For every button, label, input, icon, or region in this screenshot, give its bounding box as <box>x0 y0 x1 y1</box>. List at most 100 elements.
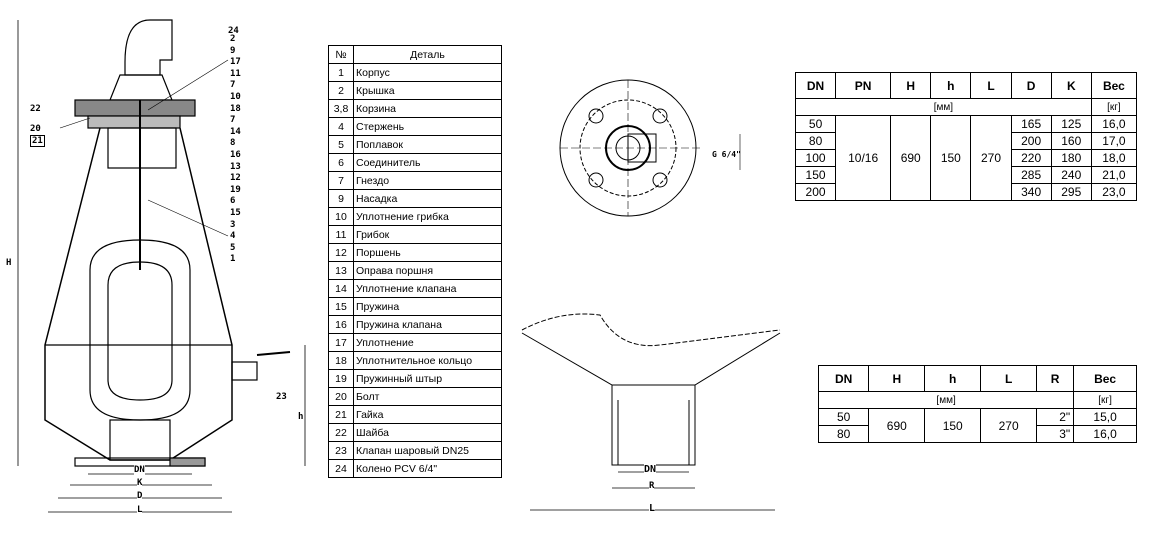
callout: 5 <box>230 242 236 253</box>
cell-H: 690 <box>868 408 926 443</box>
callout: 7 <box>230 115 236 126</box>
cell-D: 220 <box>1010 149 1052 167</box>
cell-K: 125 <box>1050 115 1092 133</box>
callout: 19 <box>230 184 241 195</box>
callout: 18 <box>230 103 241 114</box>
part-number: 4 <box>328 117 354 136</box>
part-name: Корзина <box>353 99 502 118</box>
column-header: R <box>1036 365 1075 392</box>
column-header: K <box>1050 72 1092 99</box>
dim-H: H <box>6 258 12 268</box>
unit-kg: [кг] <box>1073 391 1137 409</box>
cell-K: 160 <box>1050 132 1092 150</box>
part-number: 1 <box>328 63 354 82</box>
part-number: 16 <box>328 315 354 334</box>
part-name: Уплотнительное кольцо <box>353 351 502 370</box>
part-name: Поршень <box>353 243 502 262</box>
part-name: Грибок <box>353 225 502 244</box>
unit-mm: [мм] <box>817 391 1075 409</box>
cell-R: 2" <box>1036 408 1075 426</box>
cell-D: 285 <box>1010 166 1052 184</box>
part-number: 3,8 <box>328 99 354 118</box>
cell-dn: 80 <box>817 425 870 443</box>
cell-h: 150 <box>930 115 972 201</box>
callout: 2 <box>230 34 236 44</box>
callout: 16 <box>230 149 241 160</box>
column-header: Вес <box>1073 365 1137 392</box>
part-number: 14 <box>328 279 354 298</box>
cell-L: 270 <box>970 115 1012 201</box>
part-number: 11 <box>328 225 354 244</box>
unit-kg: [кг] <box>1090 98 1138 116</box>
part-name: Уплотнение грибка <box>353 207 502 226</box>
cell-dn: 100 <box>794 149 837 167</box>
dim-L: L <box>137 505 143 515</box>
cell-weight: 16,0 <box>1090 115 1138 133</box>
callout: 6 <box>230 196 236 207</box>
column-header: h <box>930 72 972 99</box>
callout: 13 <box>230 161 241 172</box>
callout-column: 2 9 17 11 7 10 18 7 14 8 16 13 12 19 6 1… <box>230 26 248 266</box>
part-number: 9 <box>328 189 354 208</box>
part-name: Гайка <box>353 405 502 424</box>
callout: 15 <box>230 207 241 218</box>
part-name: Корпус <box>353 63 502 82</box>
dim-DN: DN <box>644 464 657 475</box>
callout: 21 <box>30 135 45 147</box>
cell-dn: 200 <box>794 183 837 201</box>
column-header: № <box>328 45 354 64</box>
callout: 24 <box>228 26 239 36</box>
callout: 10 <box>230 91 241 102</box>
callout: 20 <box>30 124 41 134</box>
callout: 8 <box>230 138 236 149</box>
cell-K: 295 <box>1050 183 1092 201</box>
part-name: Пружина <box>353 297 502 316</box>
column-header: L <box>980 365 1038 392</box>
cell-weight: 23,0 <box>1090 183 1138 201</box>
callout-labels: 24 <box>228 26 239 36</box>
cell-weight: 21,0 <box>1090 166 1138 184</box>
cell-H: 690 <box>890 115 932 201</box>
part-name: Гнездо <box>353 171 502 190</box>
cell-D: 165 <box>1010 115 1052 133</box>
threaded-spec-table: DN H h L R Вес [мм][кг] 50 690 150 270 2… <box>817 365 1137 443</box>
part-number: 5 <box>328 135 354 154</box>
part-number: 24 <box>328 459 354 478</box>
part-name: Крышка <box>353 81 502 100</box>
dim-R: R <box>649 481 655 491</box>
part-name: Оправа поршня <box>353 261 502 280</box>
cell-K: 180 <box>1050 149 1092 167</box>
part-name: Клапан шаровый DN25 <box>353 441 502 460</box>
cell-L: 270 <box>980 408 1038 443</box>
part-name: Шайба <box>353 423 502 442</box>
part-number: 22 <box>328 423 354 442</box>
thread-label: G 6/4" <box>712 150 741 159</box>
part-name: Поплавок <box>353 135 502 154</box>
dim-DN: DN <box>134 465 145 475</box>
column-header: H <box>890 72 932 99</box>
callout: 11 <box>230 68 241 79</box>
dim-K: K <box>137 478 143 488</box>
column-header: PN <box>835 72 892 99</box>
dim-L: L <box>649 503 656 514</box>
part-number: 6 <box>328 153 354 172</box>
callout: 7 <box>230 80 236 91</box>
cell-R: 3" <box>1036 425 1075 443</box>
unit-mm: [мм] <box>795 98 1092 116</box>
part-name: Колено PCV 6/4" <box>353 459 502 478</box>
